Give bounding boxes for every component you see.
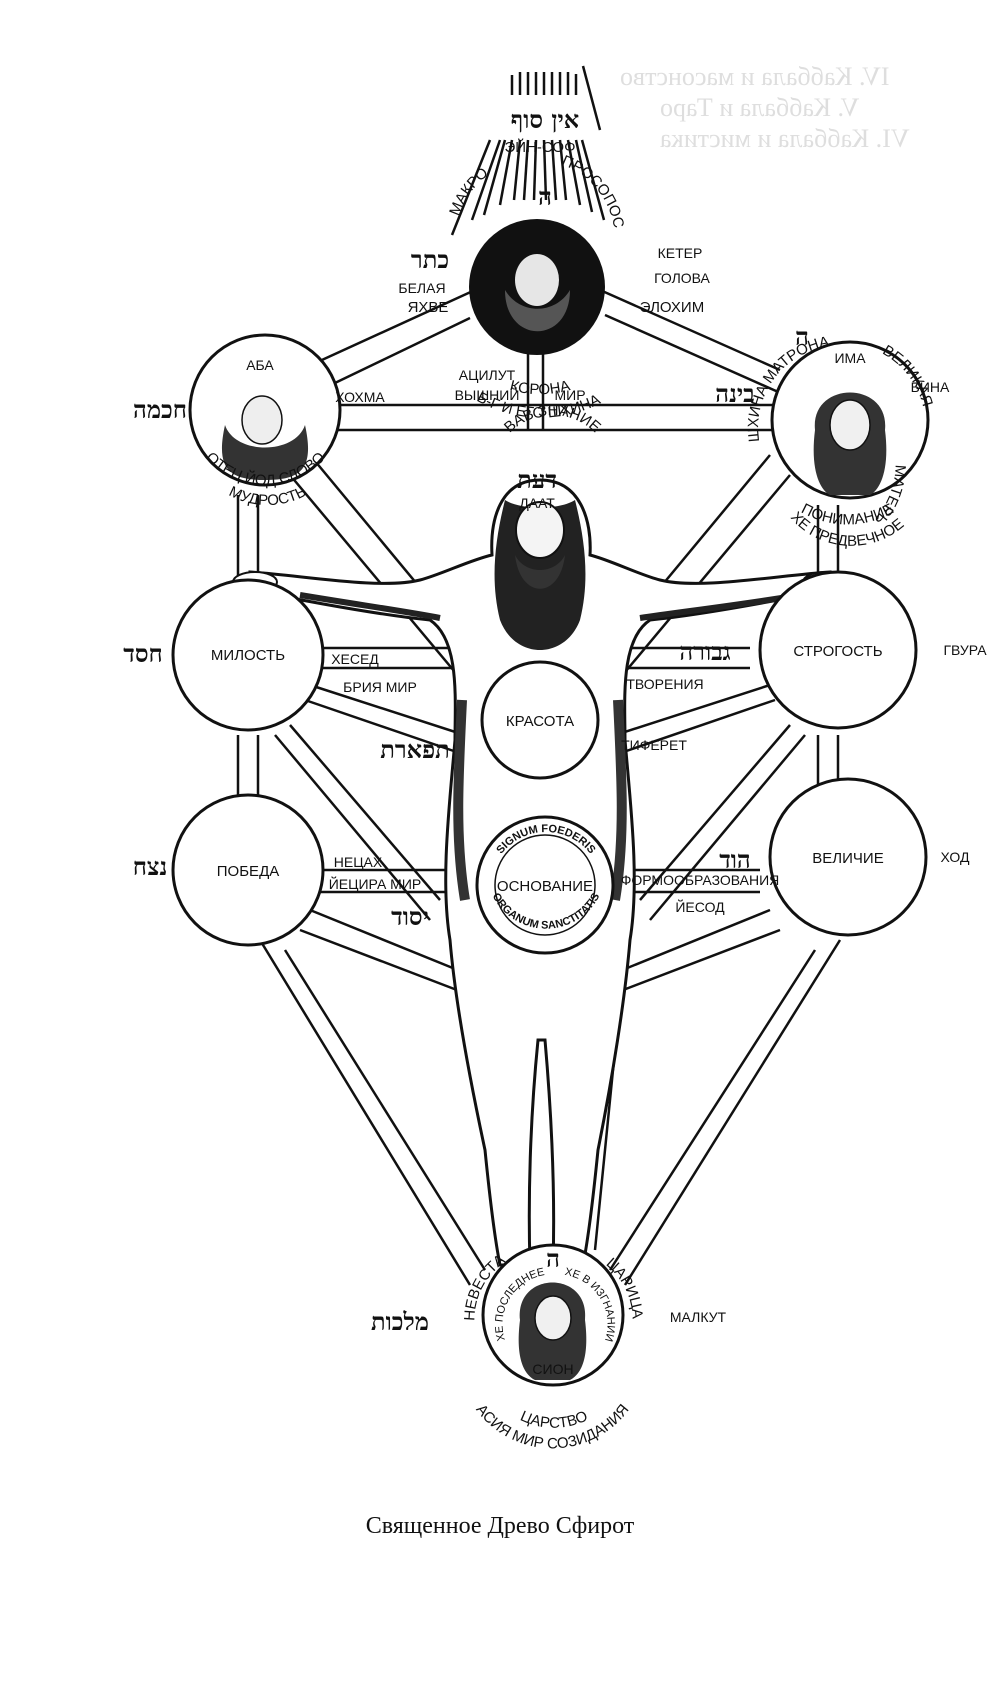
daat-label: ДААТ [519,495,555,511]
keter-label: КЕТЕР [658,245,703,261]
daat-hebrew: דעת [517,465,557,494]
netzach-label: НЕЦАХ [334,854,383,870]
netzach-circle-label: ПОБЕДА [217,863,279,880]
ein-sof-hebrew: אין סוף [511,105,579,134]
elohim-label: ЭЛОХИМ [640,299,704,316]
malkhut-hebrew: מלכות [371,1307,429,1336]
crown-label: КОРОНА [508,377,572,398]
chesed-label: ХЕСЕД [331,651,379,667]
yesod-label: ЙЕСОД [675,898,725,915]
sephira-keter[interactable] [469,219,605,355]
malkhut-label: МАЛКУТ [670,1309,727,1325]
ima-label: ИМА [834,350,866,366]
binah-hebrew: בינה [715,379,754,408]
chesed-hebrew: חסד [123,639,162,668]
yetzira-world-label: ЙЕЦИРА МИР [329,875,422,892]
hod-hebrew: הוד [719,845,751,874]
sephira-malkhut[interactable] [481,1243,625,1387]
aba-label: АБА [246,357,274,373]
higher-label: ВЫШНИЙ [455,386,520,403]
sephira-chokhmah[interactable] [188,333,342,487]
sephira-netzach[interactable]: ПОБЕДА [171,793,325,947]
tiferet-label: ТИФЕРЕТ [621,737,687,753]
sephira-gevurah[interactable]: СТРОГОСТЬ [758,570,918,730]
gevurah-hebrew: גבורה [679,637,730,666]
ein-sof-rays [450,65,606,236]
sephira-tiferet[interactable]: КРАСОТА [480,660,600,780]
sephira-chesed[interactable]: МИЛОСТЬ [171,578,325,732]
creation-label: ТВОРЕНИЯ [626,676,703,692]
binah-he: ה [795,322,809,351]
chokhmah-hebrew: חכמה [133,395,187,424]
white-label: БЕЛАЯ [398,280,445,296]
world-label: МИР [554,387,585,403]
gevurah-label: ГВУРА [943,642,987,658]
chokhmah-label: ХОХМА [335,389,385,405]
kingdom-label: ЦАРСТВО [518,1408,590,1432]
prosopos-label: ПРОСОПОС [560,152,628,229]
atzilut-label: АЦИЛУТ [459,367,516,383]
head-label: ГОЛОВА [654,270,710,286]
briya-world-label: БРИЯ МИР [343,679,417,695]
hod-circle-label: ВЕЛИЧИЕ [812,850,883,867]
binah-label: БИНА [911,379,950,395]
malkhut-he: ה [546,1244,560,1273]
zion-label: СИОН [532,1361,573,1377]
sephira-binah[interactable] [770,340,930,500]
hod-label: ХОД [941,849,970,865]
tiferet-hebrew: תפארת [380,735,450,764]
sephira-yesod[interactable]: ОСНОВАНИЕ SIGNUM FOEDERIS ORGANUM SANCTI… [475,815,615,955]
figure-caption: Священное Древо Сфирот [365,1513,635,1539]
formation-label: ФОРМООБРАЗОВАНИЯ [621,872,780,888]
keter-hebrew: כתר [411,245,449,274]
yesod-hebrew: יסוד [391,902,429,931]
gevurah-circle-label: СТРОГОСТЬ [793,643,882,660]
netzach-hebrew: נצח [133,852,168,881]
chesed-circle-label: МИЛОСТЬ [211,647,285,664]
sephira-hod[interactable]: ВЕЛИЧИЕ [768,777,928,937]
ein-sof-label: ЭЙН-СОФ [505,138,576,156]
yahve-label: ЯХВЕ [408,299,449,316]
macroprosopos-he: ה [538,182,552,211]
tiferet-circle-label: КРАСОТА [506,713,574,730]
yesod-circle-label: ОСНОВАНИЕ [497,878,593,895]
